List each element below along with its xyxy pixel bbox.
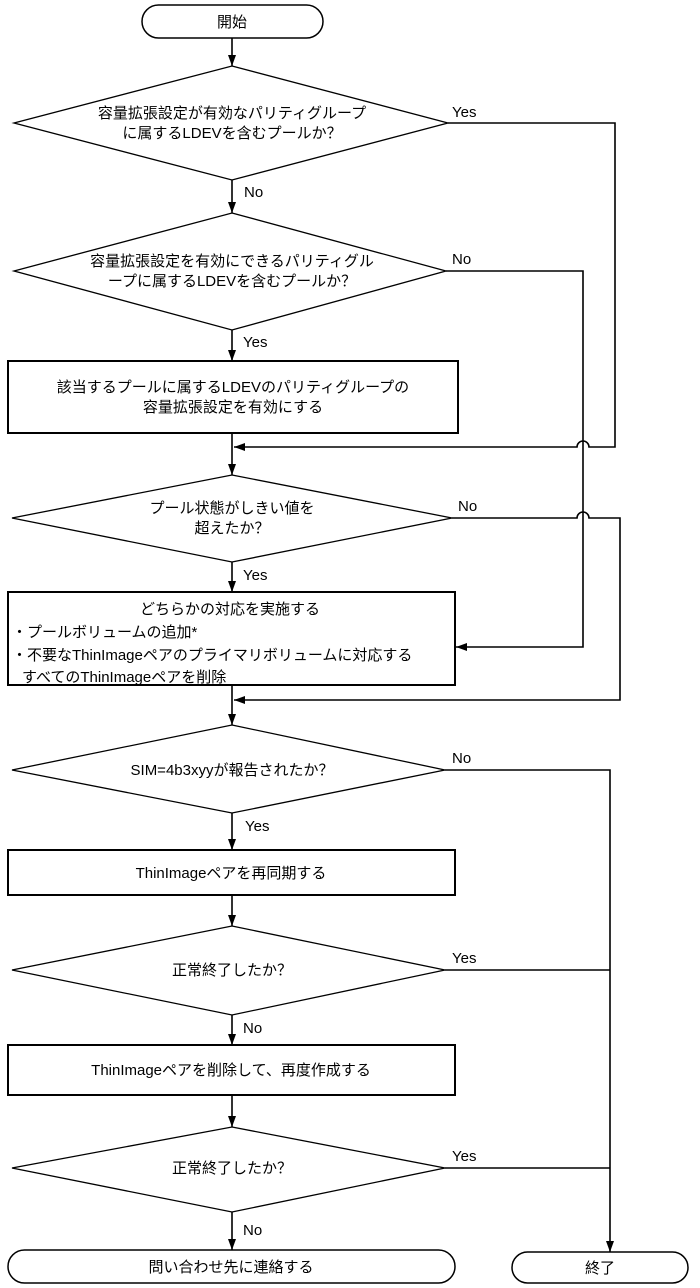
arrowhead-into-d1 — [228, 55, 236, 66]
arrowhead-into-d2 — [228, 202, 236, 213]
decision-capacity-can-enable-line2: ープに属するLDEVを含むプールか？ — [108, 273, 356, 290]
decision-capacity-enabled-line2: に属するLDEVを含むプールか？ — [122, 125, 341, 142]
decision-capacity-enabled-line1: 容量拡張設定が有効なパリティグループ — [98, 105, 366, 122]
decision-recreate-success-no-label: No — [243, 1222, 262, 1239]
process-actions-line3: ・不要なThinImageペアのプライマリボリュームに対応する — [12, 647, 412, 664]
decision-capacity-can-enable — [11, 212, 449, 331]
decision-capacity-enabled — [11, 65, 451, 181]
decision-resync-success-line1: 正常終了したか？ — [172, 962, 292, 979]
decision-capacity-can-enable-no-label: No — [452, 251, 471, 268]
decision-capacity-enabled-no-label: No — [244, 184, 263, 201]
decision-capacity-enabled-yes-label: Yes — [452, 104, 476, 121]
terminator-start — [141, 4, 324, 39]
arrowhead-into-terminal-contact — [228, 1239, 236, 1250]
arrowhead-into-p2 — [228, 581, 236, 592]
decision-pool-threshold-line1: プール状態がしきい値を — [149, 500, 314, 517]
decision-resync-success — [11, 925, 446, 1016]
terminator-start-label: 開始 — [217, 14, 247, 31]
process-resync-pair — [7, 849, 456, 896]
process-resync-pair-line1: ThinImageペアを再同期する — [136, 865, 327, 882]
decision-recreate-success-yes-label: Yes — [452, 1148, 476, 1165]
decision-pool-threshold-no-label: No — [458, 498, 477, 515]
terminator-contact — [7, 1249, 456, 1284]
connector-d3-no-right-loop — [234, 511, 621, 701]
terminator-end — [511, 1251, 689, 1284]
arrowhead-into-p1 — [228, 350, 236, 361]
decision-pool-threshold — [11, 474, 453, 563]
arrowhead-into-terminal-end — [606, 1241, 614, 1252]
terminator-end-label: 終了 — [585, 1260, 615, 1277]
process-enable-capacity — [7, 360, 459, 434]
decision-sim-reported — [11, 724, 446, 814]
connector-d1-yes-right-loop — [234, 122, 616, 448]
decision-sim-reported-line1: SIM=4b3xyyが報告されたか？ — [131, 762, 334, 779]
decision-recreate-success — [11, 1126, 446, 1213]
process-enable-capacity-line2: 容量拡張設定を有効にする — [143, 399, 323, 416]
connector-d2-no-right-loop — [446, 270, 584, 648]
process-actions — [7, 591, 456, 686]
decision-resync-success-no-label: No — [243, 1020, 262, 1037]
process-enable-capacity-line1: 該当するプールに属するLDEVのパリティグループの — [57, 379, 409, 396]
decision-recreate-success-line1: 正常終了したか？ — [172, 1160, 292, 1177]
arrowhead-into-p4 — [228, 1034, 236, 1045]
arrowhead-merge-above-d4 — [234, 696, 245, 704]
arrowhead-merge-above-d3 — [234, 443, 245, 451]
decision-pool-threshold-line2: 超えたか？ — [194, 520, 269, 537]
process-actions-line4: すべてのThinImageペアを削除 — [22, 669, 226, 686]
arrowhead-into-d4 — [228, 714, 236, 725]
process-recreate-pair — [7, 1044, 456, 1096]
process-actions-line1: どちらかの対応を実施する — [140, 601, 320, 618]
arrowhead-into-d3 — [228, 464, 236, 475]
decision-capacity-can-enable-yes-label: Yes — [243, 334, 267, 351]
decision-sim-reported-no-label: No — [452, 750, 471, 767]
connector-d4-no-right-down — [445, 769, 611, 1252]
decision-pool-threshold-yes-label: Yes — [243, 567, 267, 584]
process-recreate-pair-line1: ThinImageペアを削除して、再度作成する — [91, 1062, 371, 1079]
arrowhead-into-d6 — [228, 1116, 236, 1127]
process-actions-line2: ・プールボリュームの追加* — [12, 624, 198, 641]
arrowhead-into-d5 — [228, 915, 236, 926]
arrowhead-into-p2-right — [456, 643, 467, 651]
decision-capacity-can-enable-line1: 容量拡張設定を有効にできるパリティグル — [90, 253, 374, 270]
decision-sim-reported-yes-label: Yes — [245, 818, 269, 835]
arrowhead-into-p3 — [228, 839, 236, 850]
decision-resync-success-yes-label: Yes — [452, 950, 476, 967]
terminator-contact-label: 問い合わせ先に連絡する — [148, 1259, 313, 1276]
